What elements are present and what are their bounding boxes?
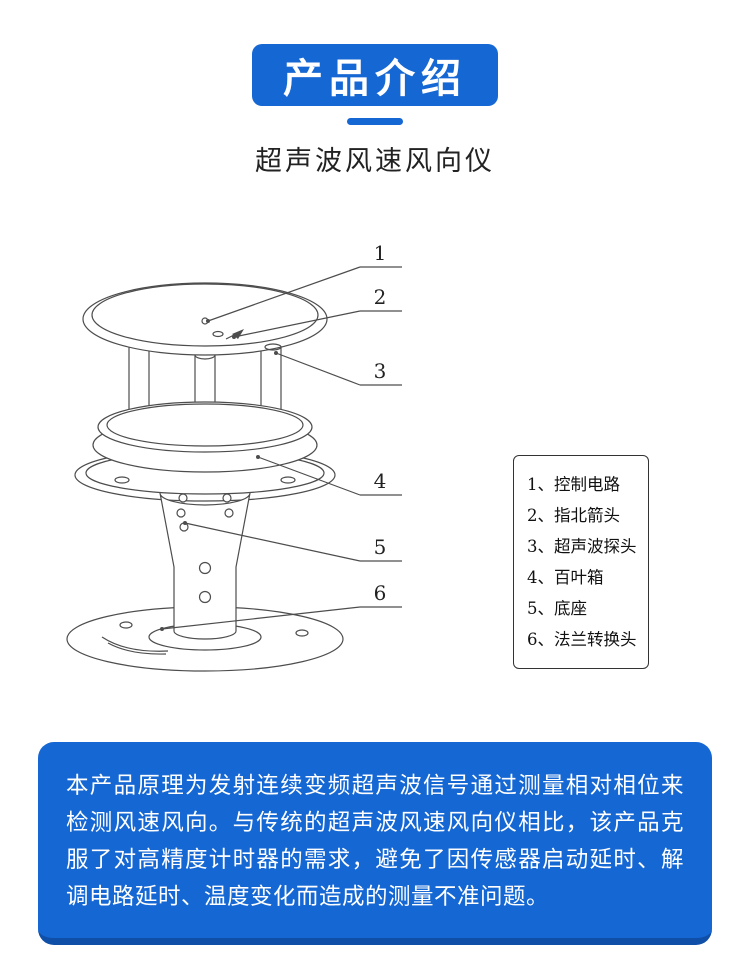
- legend-item-control-circuit: 1、控制电路: [527, 475, 620, 494]
- legend-item-north-arrow: 2、指北箭头: [527, 506, 620, 525]
- cone-body: [159, 492, 251, 640]
- description-box: 本产品原理为发射连续变频超声波信号通过测量相对相位来检测风速风向。与传统的超声波…: [38, 742, 712, 945]
- title-banner: 产品介绍: [252, 44, 498, 106]
- top-disc: [82, 282, 328, 356]
- legend-item-ultrasonic-probe: 3、超声波探头: [527, 537, 637, 556]
- legend-item-louver-box: 4、百叶箱: [527, 568, 604, 587]
- callout-number-5: 5: [374, 535, 387, 559]
- callout-numbers: 1 2 3 4 5 6: [374, 241, 387, 605]
- anemometer-drawing: 1 2 3 4 5 6: [66, 241, 402, 672]
- louver-top-ring: [97, 401, 313, 453]
- callout-number-4: 4: [374, 469, 387, 493]
- legend-item-base: 5、底座: [527, 599, 587, 618]
- callout-number-1: 1: [374, 241, 387, 265]
- callout-number-2: 2: [374, 285, 387, 309]
- title-underline: [347, 118, 403, 125]
- callout-lines: [160, 266, 402, 631]
- description-text: 本产品原理为发射连续变频超声波信号通过测量相对相位来检测风速风向。与传统的超声波…: [66, 773, 684, 909]
- parts-legend: 1、控制电路 2、指北箭头 3、超声波探头 4、百叶箱 5、底座 6、法兰转换头: [513, 455, 649, 669]
- legend-item-flange-adapter: 6、法兰转换头: [527, 630, 637, 649]
- product-subtitle: 超声波风速风向仪: [255, 146, 495, 176]
- page-title: 产品介绍: [283, 57, 467, 101]
- callout-number-6: 6: [374, 581, 387, 605]
- callout-number-3: 3: [374, 359, 387, 383]
- device-diagram: 1 2 3 4 5 6: [30, 235, 450, 715]
